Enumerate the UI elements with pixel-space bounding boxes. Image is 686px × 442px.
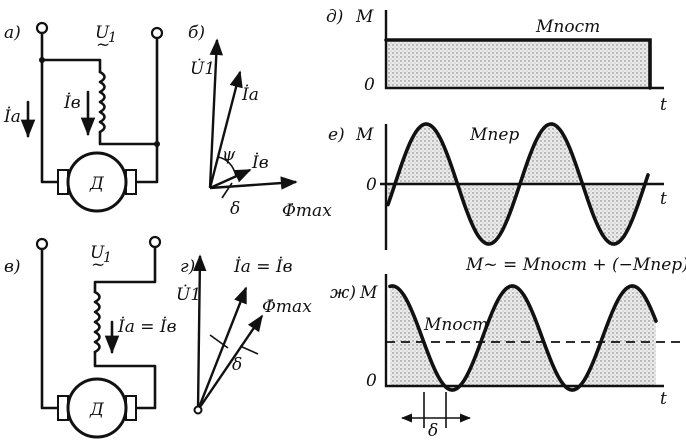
phasor-Ia-g-label: İa = İв	[233, 256, 293, 277]
phasor-Ib-label: İв	[251, 152, 269, 173]
panel-g-label: г)	[180, 257, 195, 277]
e-Mper-label: Mпер	[469, 125, 519, 145]
delta-label-g: δ	[232, 355, 242, 375]
panel-d-label: д)	[326, 7, 343, 27]
zh-zero: 0	[366, 371, 377, 391]
delta-pointer	[221, 182, 233, 199]
panel-e-label: е)	[328, 125, 345, 145]
terminal-left-top	[35, 21, 49, 35]
e-axis-t: t	[660, 189, 667, 209]
panel-v-label: в)	[4, 257, 21, 277]
phasor-Phimax-g	[197, 314, 263, 411]
phasor-U1-label: U̇1	[190, 59, 215, 79]
panel-zh-chart: ж) M 0 t Mпост M~ = Mпост + (−Mпер) δ	[330, 255, 686, 441]
motor-v-label: Д	[89, 400, 105, 420]
zh-Mpost-label: Mпост	[423, 315, 488, 335]
zh-shaded-area	[390, 286, 656, 390]
panel-d-chart: д) M 0 t Mпост	[326, 7, 667, 115]
U1-sub-v: 1	[103, 250, 112, 266]
panel-e-chart: е) M 0 t Mпер	[328, 122, 667, 250]
motor-a	[66, 151, 128, 213]
psi-arc	[217, 156, 237, 177]
wire-coil-return	[98, 130, 159, 146]
Ia-label-a: İa	[3, 106, 21, 127]
phasor-U1-g	[193, 254, 207, 411]
e-axis-M: M	[355, 125, 374, 145]
zh-M-curve	[388, 284, 658, 392]
panel-zh-label: ж)	[330, 283, 356, 303]
phasor-Ib	[209, 168, 252, 190]
d-Mpost-line	[384, 38, 652, 90]
phasor-Ia-label: İa	[241, 84, 259, 105]
e-zero: 0	[366, 175, 377, 195]
Ia-eq-label-v: İa = İв	[117, 316, 177, 337]
delta-label-b: δ	[230, 199, 240, 219]
phasor-U1-g-label: U̇1	[176, 285, 201, 305]
phasor-Phimax-g-label: Φ̇max	[262, 297, 312, 317]
zh-delta-label: δ	[428, 421, 438, 441]
wire-coil-motor-v	[93, 350, 157, 410]
wire-left-v	[40, 247, 60, 410]
phasor-Ia-g	[196, 286, 248, 411]
e-Mper-curve	[386, 122, 650, 246]
phasor-Ia	[208, 70, 243, 189]
wire-right	[134, 36, 159, 184]
panel-v-circuit: в) Д U 1 ~ İa = İв	[4, 235, 177, 439]
d-zero: 0	[364, 75, 375, 95]
e-axes	[380, 124, 664, 250]
wire-to-coil-v	[93, 245, 157, 294]
d-axis-t: t	[660, 95, 667, 115]
d-Mpost-label: Mпост	[535, 17, 600, 37]
zh-axes	[384, 274, 664, 388]
wire-left	[40, 31, 60, 184]
panel-a-circuit: а) Д U 1 ~ İa İв	[3, 21, 164, 213]
panel-b-phasor: б) U̇1 İa Φ̇max İв ψ δ	[188, 23, 332, 221]
zh-axis-t: t	[660, 389, 667, 409]
panel-a-label: а)	[4, 23, 21, 43]
U1-label-v: U	[90, 243, 105, 263]
wire-to-coil	[40, 58, 102, 74]
phasor-Phimax-label: Φ̇max	[282, 201, 332, 221]
field-coil	[98, 70, 106, 134]
terminal-right-top	[150, 26, 164, 40]
d-axes	[384, 10, 664, 90]
panel-b-label: б)	[188, 23, 205, 43]
phasor-U1	[208, 38, 223, 189]
tilde-v: ~	[91, 255, 105, 275]
tilde-a: ~	[96, 35, 110, 55]
motor-v	[66, 377, 128, 439]
psi-label: ψ	[222, 145, 236, 165]
U1-label-a: U	[95, 23, 110, 43]
series-coil	[93, 290, 101, 354]
phasor-origin-g	[193, 405, 203, 415]
phasor-Phimax	[209, 176, 298, 190]
motor-a-label: Д	[89, 174, 105, 194]
terminal-right	[148, 235, 162, 249]
d-shaded-area	[386, 40, 650, 88]
terminal-left	[35, 237, 49, 251]
zh-formula: M~ = Mпост + (−Mпер)	[465, 255, 686, 275]
U1-sub-a: 1	[108, 30, 117, 46]
zh-axis-M: M	[359, 283, 378, 303]
delta-ticks	[209, 334, 259, 355]
d-axis-M: M	[355, 7, 374, 27]
Ib-label-a: İв	[63, 92, 81, 113]
panel-g-phasor: г) U̇1 İa = İв Φ̇max δ	[176, 254, 312, 415]
